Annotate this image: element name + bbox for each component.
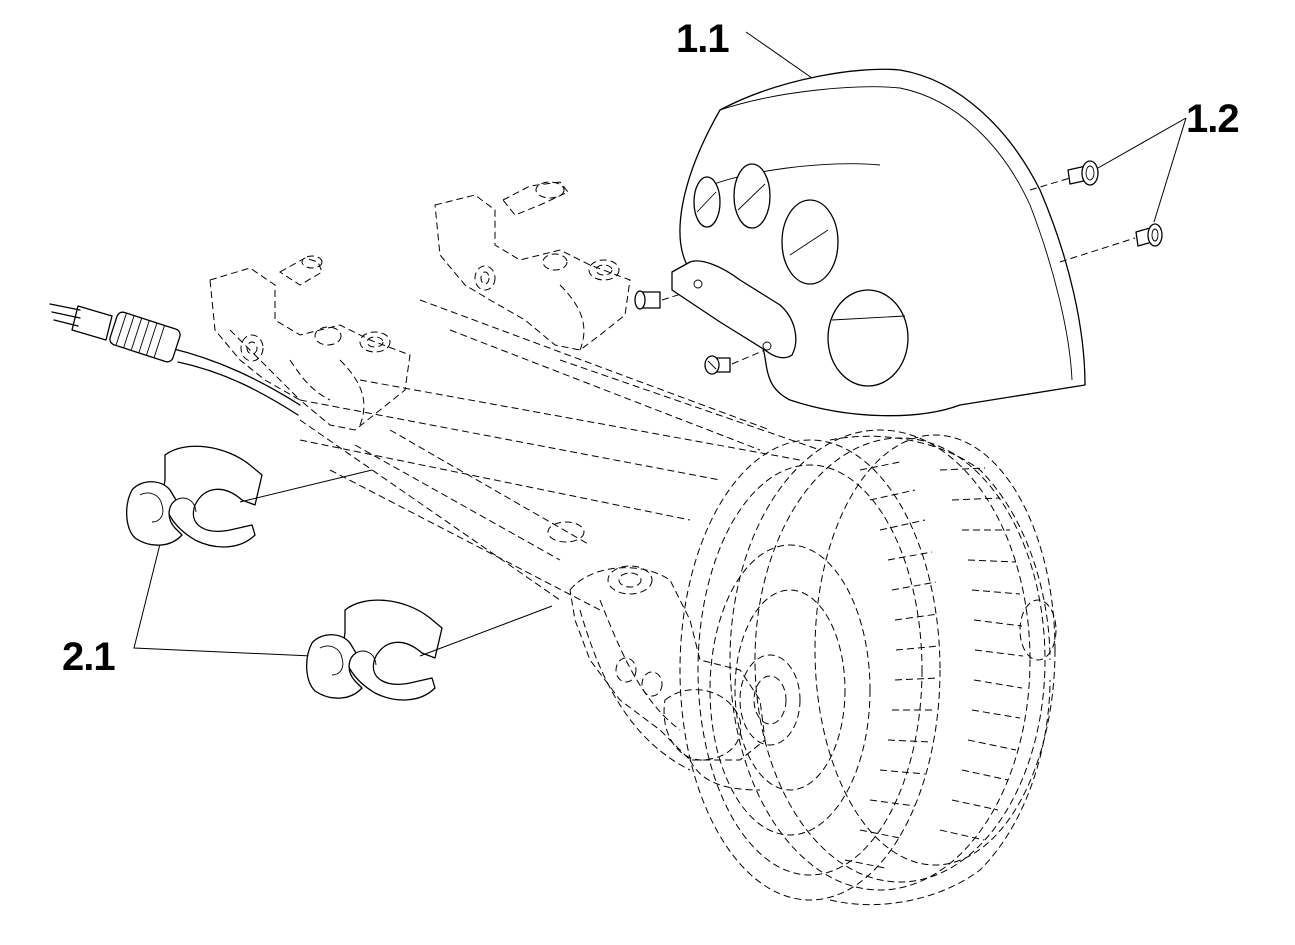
leader-clips xyxy=(133,531,313,657)
cable-clip-lower xyxy=(306,599,553,701)
callout-label-screws: 1.2 xyxy=(1186,97,1239,141)
screw-axis-lower xyxy=(1059,237,1136,263)
leader-screw-lower xyxy=(1153,117,1187,223)
wheel-cover-fender xyxy=(671,68,1086,417)
wheel xyxy=(679,429,1057,906)
leader-screw-upper xyxy=(1097,117,1187,169)
screw-axis-upper xyxy=(1029,177,1071,191)
frame-tube xyxy=(229,299,821,771)
cable-connector xyxy=(49,303,301,416)
clip-lower-axis xyxy=(419,605,553,657)
callout-label-cover: 1.1 xyxy=(676,17,729,61)
clamp-bracket-right xyxy=(434,181,631,351)
cover-hole-4 xyxy=(827,289,909,387)
cover-screw-upper xyxy=(1067,160,1099,186)
wheel-fork-hub xyxy=(569,565,801,791)
cable-clip-upper xyxy=(126,445,373,548)
clamp-bracket-left xyxy=(209,255,411,431)
cover-screw-lower xyxy=(1135,223,1163,247)
callout-label-clips: 2.1 xyxy=(62,635,115,679)
clip-upper-axis xyxy=(239,469,373,503)
